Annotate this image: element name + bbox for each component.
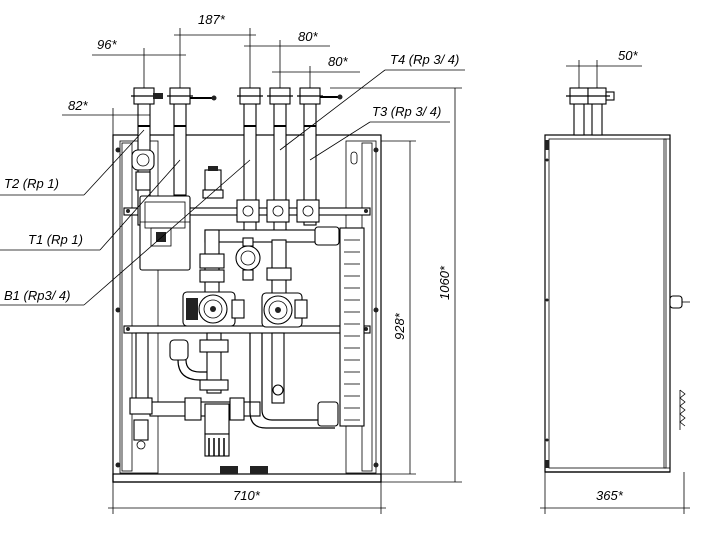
- slot: [350, 151, 358, 165]
- dim-928: 928*: [392, 312, 407, 340]
- label-b1: B1 (Rp3/ 4): [4, 288, 70, 303]
- flow-meter: [235, 237, 261, 281]
- dim-365: 365*: [596, 488, 624, 503]
- front-view: [112, 87, 382, 483]
- label-t2: T2 (Rp 1): [4, 176, 59, 191]
- dim-80-top: 80*: [298, 29, 318, 44]
- screw: [373, 462, 379, 468]
- dim-1060: 1060*: [437, 265, 452, 300]
- screw: [373, 307, 379, 313]
- label-t1: T1 (Rp 1): [28, 232, 83, 247]
- side-coil: [679, 389, 686, 427]
- dim-82: 82*: [68, 98, 88, 113]
- valve-t2: [131, 87, 163, 105]
- pump-left: [182, 291, 245, 327]
- heat-exchanger: [339, 227, 365, 427]
- connection-labels: T2 (Rp 1) T1 (Rp 1) B1 (Rp3/ 4) T4 (Rp 3…: [4, 52, 459, 303]
- dim-96: 96*: [97, 37, 117, 52]
- pump-right: [261, 292, 308, 328]
- side-view: [544, 87, 690, 473]
- thermometer: [131, 149, 155, 171]
- pipe-t1: [173, 94, 187, 196]
- side-cabinet: [544, 134, 671, 473]
- dimension-text: 187* 96* 80* 80* 82* 50* 928* 1060* 710*…: [68, 12, 638, 503]
- screw: [115, 147, 121, 153]
- label-t3: T3 (Rp 3/ 4): [372, 104, 441, 119]
- screw: [115, 307, 121, 313]
- valve-b1: [237, 87, 263, 105]
- leader-lines: [0, 69, 465, 306]
- dim-187: 187*: [198, 12, 226, 27]
- dimension-lines: [62, 28, 690, 514]
- screw: [115, 462, 121, 468]
- dim-50: 50*: [618, 48, 638, 63]
- crossbar-lower: [123, 325, 371, 334]
- cabinet-base: [112, 473, 382, 483]
- dim-80-lower: 80*: [328, 54, 348, 69]
- left-rail: [121, 142, 133, 472]
- air-vent: [202, 166, 224, 199]
- dim-710: 710*: [233, 488, 261, 503]
- label-t4: T4 (Rp 3/ 4): [390, 52, 459, 67]
- valve-t4: [267, 87, 293, 105]
- valve-t1: [167, 87, 217, 105]
- controller-box: [139, 195, 191, 271]
- valve-t3: [297, 87, 343, 105]
- screw: [373, 147, 379, 153]
- side-knob: [669, 295, 683, 309]
